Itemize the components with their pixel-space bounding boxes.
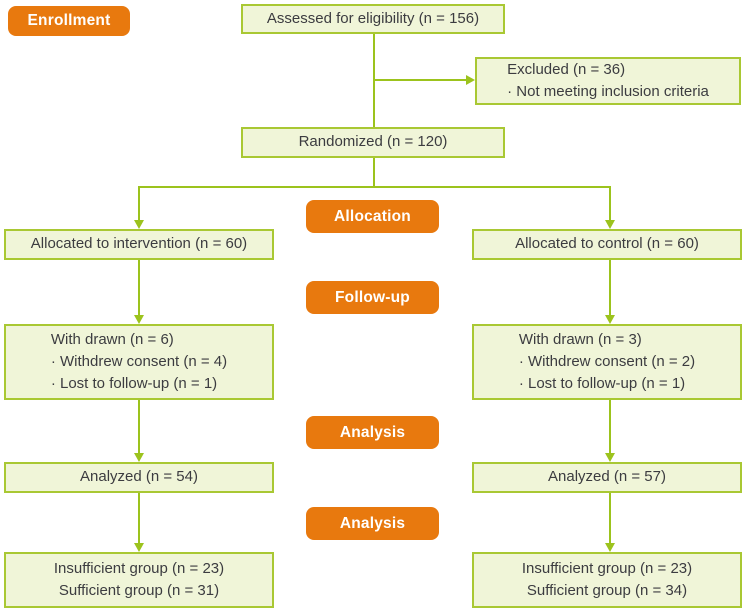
box-final-intervention: Insufficient group (n = 23) Sufficient g… [4,552,274,608]
box-excluded: Excluded (n = 36) · Not meeting inclusio… [475,57,741,105]
box-final-control-line-2: Sufficient group (n = 34) [526,582,688,599]
box-excluded-reason: · Not meeting inclusion criteria [507,83,709,100]
connector-analyzed-final-left [138,493,140,544]
arrowhead-analyzed-right-icon [605,453,615,462]
stage-badge-analysis-2: Analysis [306,507,439,540]
box-withdrawn-control-reason-1: · Withdrew consent (n = 2) [518,352,696,370]
stage-badge-allocation: Allocation [306,200,439,233]
connector-withdrawn-analyzed-left [138,400,140,454]
arrowhead-allocated-left-icon [134,220,144,229]
box-final-intervention-line-1: Insufficient group (n = 23) [53,559,225,577]
arrowhead-withdrawn-right-icon [605,315,615,324]
box-analyzed-control: Analyzed (n = 57) [472,462,742,493]
connector-split-horizontal [138,186,611,188]
box-assessed-text: Assessed for eligibility (n = 156) [266,9,480,27]
box-final-intervention-line-2: Sufficient group (n = 31) [58,582,220,599]
stage-badge-analysis-1: Analysis [306,416,439,449]
connector-withdrawn-analyzed-right [609,400,611,454]
box-final-control: Insufficient group (n = 23) Sufficient g… [472,552,742,608]
box-withdrawn-control-reason-2: · Lost to follow-up (n = 1) [518,375,686,393]
stage-badge-follow-up: Follow-up [306,281,439,314]
box-allocated-intervention: Allocated to intervention (n = 60) [4,229,274,260]
box-withdrawn-intervention-title: With drawn (n = 6) [50,330,174,348]
box-withdrawn-control-title: With drawn (n = 3) [518,330,642,348]
connector-analyzed-final-right [609,493,611,544]
box-withdrawn-control: With drawn (n = 3) · Withdrew consent (n… [472,324,742,400]
connector-allocated-withdrawn-left [138,260,140,316]
box-allocated-control: Allocated to control (n = 60) [472,229,742,260]
box-withdrawn-intervention-reason-1: · Withdrew consent (n = 4) [50,352,228,370]
box-analyzed-control-text: Analyzed (n = 57) [548,468,666,486]
arrowhead-allocated-right-icon [605,220,615,229]
connector-randomized-down [373,158,375,188]
box-allocated-intervention-text: Allocated to intervention (n = 60) [30,235,248,253]
arrowhead-final-right-icon [605,543,615,552]
arrowhead-analyzed-left-icon [134,453,144,462]
connector-split-right [609,186,611,221]
stage-badge-enrollment: Enrollment [8,6,130,36]
box-analyzed-intervention-text: Analyzed (n = 54) [80,468,198,486]
box-analyzed-intervention: Analyzed (n = 54) [4,462,274,493]
box-final-control-line-1: Insufficient group (n = 23) [521,559,693,577]
box-assessed: Assessed for eligibility (n = 156) [241,4,505,34]
box-allocated-control-text: Allocated to control (n = 60) [515,235,699,253]
box-randomized: Randomized (n = 120) [241,127,505,158]
box-randomized-text: Randomized (n = 120) [298,133,448,151]
arrowhead-withdrawn-left-icon [134,315,144,324]
box-withdrawn-intervention-reason-2: · Lost to follow-up (n = 1) [50,375,218,393]
box-withdrawn-intervention: With drawn (n = 6) · Withdrew consent (n… [4,324,274,400]
connector-split-left [138,186,140,221]
connector-to-excluded [374,79,466,81]
arrowhead-excluded-icon [466,75,475,85]
arrowhead-final-left-icon [134,543,144,552]
connector-allocated-withdrawn-right [609,260,611,316]
box-excluded-title: Excluded (n = 36) [507,60,626,78]
